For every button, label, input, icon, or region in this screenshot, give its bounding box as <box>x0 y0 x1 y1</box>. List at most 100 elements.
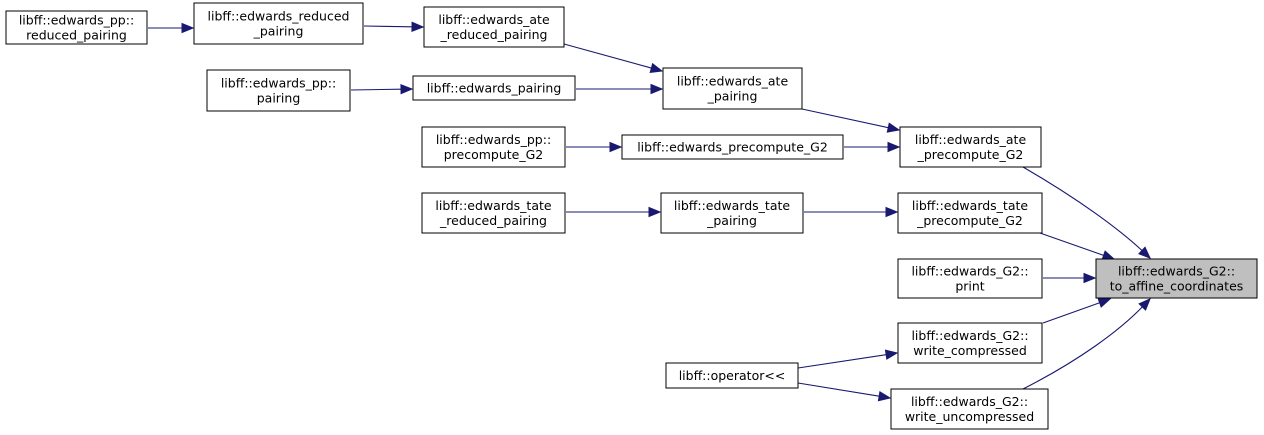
node-box <box>421 192 566 234</box>
graph-nodes: libff::edwards_pp::reduced_pairinglibff:… <box>5 2 1258 430</box>
edge-line <box>1022 306 1143 390</box>
node-box <box>897 258 1043 299</box>
node-label: libff::edwards_pp:: <box>221 76 336 91</box>
node-label: libff::operator<< <box>679 368 786 383</box>
node-label: libff::edwards_ate <box>915 132 1027 147</box>
node-pp-pairing[interactable]: libff::edwards_pp::pairing <box>206 69 351 112</box>
arrowhead-icon <box>400 83 414 95</box>
node-box <box>899 126 1042 168</box>
arrowhead-icon <box>649 62 664 74</box>
edge-line <box>1022 166 1143 251</box>
node-edwards-precompute-G2[interactable]: libff::edwards_precompute_G2 <box>621 134 844 160</box>
edge-ate_reduced_pairing-to-ate_pairing <box>563 43 664 74</box>
node-label: _reduced_pairing <box>439 213 547 228</box>
edge-tate_precompute_G2-to-g2_to_affine <box>1039 232 1116 261</box>
node-label: _precompute_G2 <box>916 213 1023 228</box>
arrowhead-icon <box>884 349 899 360</box>
node-label: reduced_pairing <box>26 28 127 43</box>
node-label: _pairing <box>253 24 304 39</box>
node-g2-write-uncompressed[interactable]: libff::edwards_G2::write_uncompressed <box>890 388 1049 430</box>
edge-line <box>797 354 887 369</box>
node-box <box>412 75 576 101</box>
arrowhead-icon <box>650 83 664 95</box>
edge-line <box>363 25 413 28</box>
arrowhead-icon <box>887 141 901 153</box>
node-label: _reduced_pairing <box>440 27 548 42</box>
node-label: libff::edwards_pp:: <box>19 13 134 28</box>
node-label: libff::edwards_tate <box>674 198 791 213</box>
edge-ate_precompute_G2-to-g2_to_affine <box>1022 166 1151 259</box>
node-box <box>421 126 566 168</box>
node-label: libff::edwards_tate <box>435 198 552 213</box>
node-g2-print[interactable]: libff::edwards_G2::print <box>897 258 1043 299</box>
edge-pp_reduced_pairing-to-edwards_reduced_pairing <box>148 22 195 34</box>
node-box <box>5 10 148 45</box>
edge-g2_write_uncompressed-to-g2_to_affine <box>1022 298 1151 390</box>
edge-pp_precompute_G2-to-edwards_precompute_G2 <box>566 141 623 153</box>
node-box <box>1095 258 1258 299</box>
node-box <box>897 192 1043 234</box>
node-label: libff::edwards_precompute_G2 <box>637 140 828 155</box>
arrowhead-icon <box>1097 297 1112 308</box>
node-label: libff::edwards_reduced <box>208 9 350 24</box>
edge-g2_write_compressed-to-g2_to_affine <box>1042 297 1112 324</box>
node-label: libff::edwards_ate <box>677 74 789 89</box>
node-ate-pairing[interactable]: libff::edwards_ate_pairing <box>662 67 803 110</box>
arrowhead-icon <box>877 390 892 402</box>
edge-operator_lshift-to-g2_write_uncompressed <box>797 382 892 402</box>
node-label: libff::edwards_G2:: <box>911 394 1028 409</box>
edge-line <box>1039 232 1104 256</box>
edge-edwards_pairing-to-ate_pairing <box>576 83 664 95</box>
edge-line <box>350 88 402 91</box>
edge-line <box>797 382 880 397</box>
node-pp-reduced-pairing[interactable]: libff::edwards_pp::reduced_pairing <box>5 10 148 45</box>
node-tate-precompute-G2[interactable]: libff::edwards_tate_precompute_G2 <box>897 192 1043 234</box>
node-tate-reduced-pairing[interactable]: libff::edwards_tate_reduced_pairing <box>421 192 566 234</box>
node-label: print <box>955 279 984 294</box>
node-label: pairing <box>257 91 301 106</box>
node-label: write_uncompressed <box>905 409 1034 424</box>
graph-edges <box>148 21 1151 402</box>
node-g2-to-affine: libff::edwards_G2::to_affine_coordinates <box>1095 258 1258 299</box>
node-label: libff::edwards_ate <box>438 12 550 27</box>
arrowhead-icon <box>609 141 623 153</box>
node-label: libff::edwards_pairing <box>427 81 562 96</box>
node-label: to_affine_coordinates <box>1110 279 1244 294</box>
node-label: libff::edwards_tate <box>912 198 1029 213</box>
edge-pp_pairing-to-edwards_pairing <box>350 83 414 95</box>
node-label: precompute_G2 <box>444 147 544 162</box>
edge-tate_reduced_pairing-to-tate_pairing <box>566 206 662 218</box>
node-edwards-reduced-pairing[interactable]: libff::edwards_reduced_pairing <box>193 2 364 45</box>
node-box <box>890 388 1049 430</box>
arrowhead-icon <box>885 206 899 218</box>
edge-line <box>563 43 652 69</box>
node-box <box>423 6 565 48</box>
node-box <box>665 362 799 389</box>
node-ate-reduced-pairing[interactable]: libff::edwards_ate_reduced_pairing <box>423 6 565 48</box>
arrowhead-icon <box>1138 298 1151 311</box>
arrowhead-icon <box>1083 272 1097 284</box>
edge-line <box>801 108 889 129</box>
arrowhead-icon <box>181 22 195 34</box>
node-box <box>621 134 844 160</box>
node-box <box>206 69 351 112</box>
node-ate-precompute-G2[interactable]: libff::edwards_ate_precompute_G2 <box>899 126 1042 168</box>
node-g2-write-compressed[interactable]: libff::edwards_G2::write_compressed <box>897 322 1043 364</box>
node-operator-lshift[interactable]: libff::operator<< <box>665 362 799 389</box>
node-label: write_compressed <box>913 343 1027 358</box>
edge-tate_pairing-to-tate_precompute_G2 <box>804 206 899 218</box>
node-label: _precompute_G2 <box>917 147 1024 162</box>
arrowhead-icon <box>886 122 901 133</box>
node-tate-pairing[interactable]: libff::edwards_tate_pairing <box>660 192 804 234</box>
edge-ate_pairing-to-ate_precompute_G2 <box>801 108 901 133</box>
node-pp-precompute-G2[interactable]: libff::edwards_pp::precompute_G2 <box>421 126 566 168</box>
node-edwards-pairing[interactable]: libff::edwards_pairing <box>412 75 576 101</box>
node-label: _pairing <box>706 213 757 228</box>
node-box <box>660 192 804 234</box>
edge-line <box>1042 302 1100 324</box>
edge-edwards_precompute_G2-to-ate_precompute_G2 <box>844 141 901 153</box>
arrowhead-icon <box>1138 246 1151 259</box>
arrowhead-icon <box>648 206 662 218</box>
arrowhead-icon <box>411 21 425 33</box>
